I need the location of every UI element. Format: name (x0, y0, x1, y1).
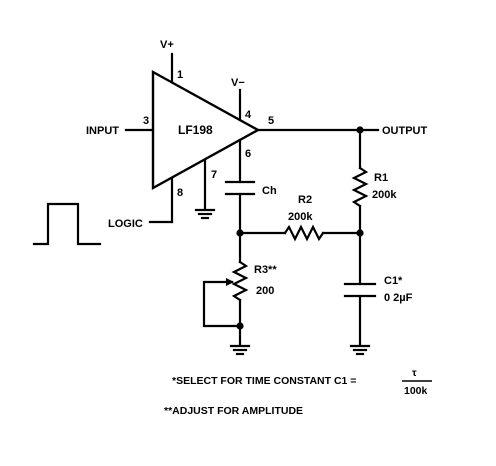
r1-name: R1 (374, 172, 388, 184)
r3-resistor (231, 260, 249, 302)
note-denominator: 100k (404, 385, 428, 397)
ch-label: Ch (262, 185, 277, 197)
note-tau: τ (412, 367, 417, 379)
note-time-constant: *SELECT FOR TIME CONSTANT C1 = (172, 375, 356, 387)
pin-7: 7 (211, 169, 217, 181)
r3-wiper-junction (236, 322, 244, 330)
pin-4: 4 (245, 109, 252, 121)
pin-3: 3 (143, 115, 149, 127)
r1-value: 200k (372, 189, 397, 201)
c1-value: 0 2µF (384, 292, 413, 304)
ground-icon (349, 344, 371, 356)
vplus-label: V+ (160, 39, 174, 51)
ic-name: LF198 (178, 123, 213, 137)
logic-pulse-icon (32, 202, 102, 246)
r2-value: 200k (288, 211, 313, 223)
r2-resistor (283, 224, 325, 242)
pin-5: 5 (268, 115, 274, 127)
input-label: INPUT (86, 125, 119, 137)
ground-icon (229, 344, 251, 356)
r3-name: R3** (254, 264, 277, 276)
logic-label: LOGIC (108, 218, 143, 230)
pin-6: 6 (245, 148, 251, 160)
r2-name: R2 (298, 194, 312, 206)
c1-name: C1* (384, 275, 403, 287)
pin-8: 8 (177, 187, 183, 199)
r3-value: 200 (256, 285, 274, 297)
output-label: OUTPUT (382, 125, 428, 137)
r3-wiper-arrow (226, 278, 234, 286)
ground-icon (194, 208, 216, 220)
r3-wiper-loop (202, 280, 242, 328)
vminus-label: V− (231, 77, 245, 89)
r1-resistor (351, 166, 369, 208)
pin-1: 1 (177, 69, 183, 81)
note-adjust-amplitude: **ADJUST FOR AMPLITUDE (164, 405, 303, 417)
